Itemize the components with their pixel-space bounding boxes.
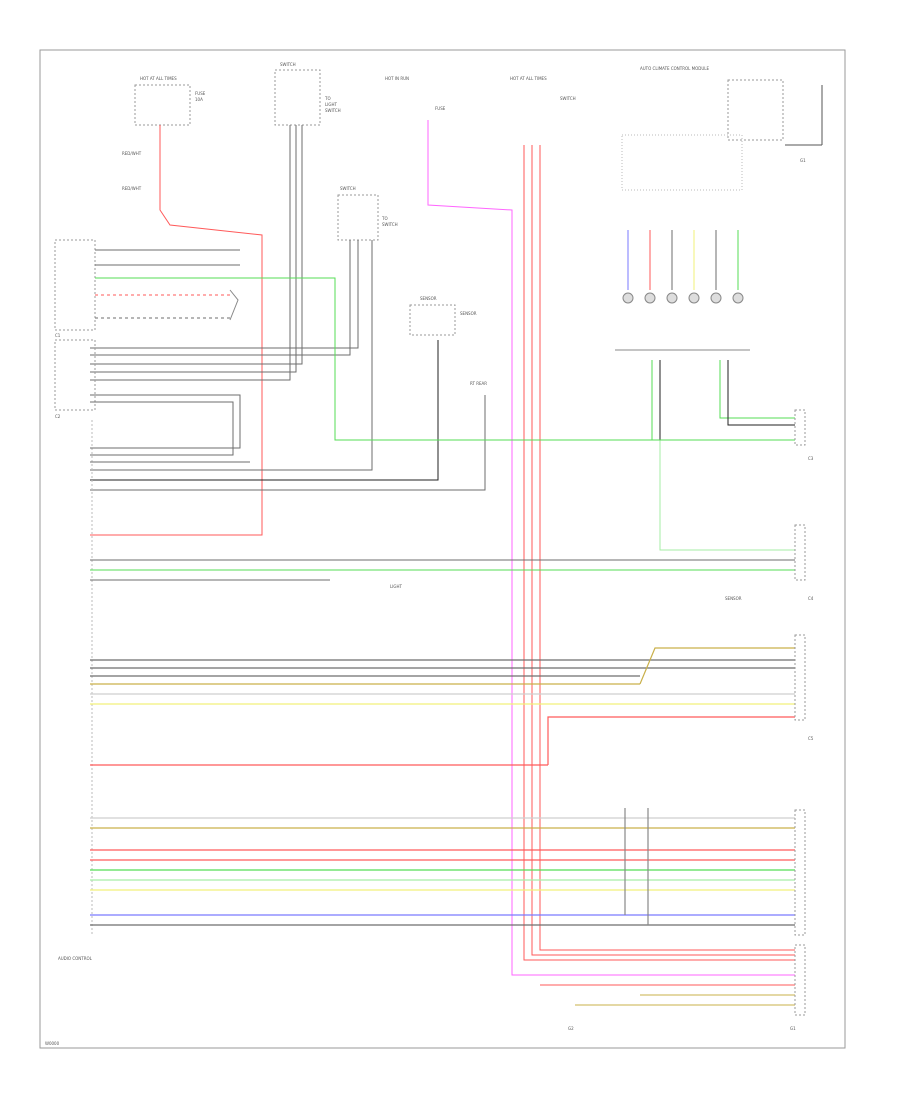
connector-c4: C4	[808, 596, 814, 601]
lower-mid-wires	[90, 647, 795, 766]
ground-wire	[90, 395, 486, 491]
svg-text:SENSOR: SENSOR	[460, 311, 477, 316]
fuse-box-left: HOT AT ALL TIMES FUSE 10A	[134, 76, 206, 126]
sensor-wire	[90, 340, 439, 481]
connector-c2: C2	[55, 414, 61, 419]
connector-c1: C1	[55, 333, 61, 338]
connector-c5: C5	[808, 736, 814, 741]
right-top-module: AUTO CLIMATE CONTROL MODULE G1	[621, 66, 823, 191]
ground-label: G1	[790, 1026, 796, 1031]
fuse-box-left-label: HOT AT ALL TIMES	[140, 76, 177, 81]
hot-in-acc-label: HOT AT ALL TIMES	[510, 76, 547, 81]
middle-switch-wires	[90, 240, 373, 471]
svg-text:SWITCH: SWITCH	[560, 96, 576, 101]
diagram-border	[39, 49, 846, 1049]
hot-in-run-fuse: HOT IN RUN FUSE	[385, 76, 446, 111]
right-edge-connectors	[794, 409, 806, 1016]
connector-c3: C3	[808, 456, 814, 461]
hot-in-run-label: HOT IN RUN	[385, 76, 409, 81]
right-connector-wires	[627, 230, 739, 290]
svg-text:FUSE: FUSE	[195, 91, 206, 96]
svg-text:TO: TO	[381, 216, 388, 221]
top-switch-module: SWITCH TO LIGHT SWITCH	[274, 62, 341, 126]
figure-id: W0000	[45, 1041, 60, 1046]
middle-switch-module: SWITCH TO SWITCH	[337, 186, 398, 241]
svg-text:FUSE: FUSE	[435, 106, 446, 111]
red-double-wire	[523, 145, 795, 961]
svg-text:RT REAR: RT REAR	[470, 381, 487, 386]
control-module-label: AUDIO CONTROL	[58, 956, 93, 961]
svg-text:G1: G1	[800, 158, 806, 163]
svg-text:LIGHT: LIGHT	[325, 102, 338, 107]
right-pins	[622, 292, 744, 304]
mid-bus-wires	[90, 559, 795, 581]
svg-text:10A: 10A	[195, 97, 203, 102]
svg-text:SENSOR: SENSOR	[420, 296, 437, 301]
svg-text:SWITCH: SWITCH	[325, 108, 341, 113]
red-wire-main	[90, 125, 263, 536]
bottom-right-wires	[540, 984, 795, 1006]
svg-text:SENSOR: SENSOR	[725, 596, 742, 601]
svg-text:LIGHT: LIGHT	[390, 584, 403, 589]
right-module-label: AUTO CLIMATE CONTROL MODULE	[640, 66, 709, 71]
pink-wire	[427, 120, 795, 976]
right-green-wires	[651, 360, 795, 551]
svg-text:TO: TO	[324, 96, 331, 101]
left-gray-bundle	[90, 394, 250, 463]
svg-text:RED/WHT: RED/WHT	[122, 186, 142, 191]
bottom-wires	[90, 808, 795, 926]
svg-text:SWITCH: SWITCH	[280, 62, 296, 67]
svg-text:G2: G2	[568, 1026, 574, 1031]
top-switch-wires	[90, 125, 303, 381]
hot-acc-fuse: HOT AT ALL TIMES SWITCH	[510, 76, 576, 101]
svg-text:SWITCH: SWITCH	[340, 186, 356, 191]
left-control-module: C1 C2 AUDIO CONTROL	[54, 239, 96, 961]
upper-left-wires	[95, 249, 795, 441]
svg-text:SWITCH: SWITCH	[382, 222, 398, 227]
svg-text:RED/WHT: RED/WHT	[122, 151, 142, 156]
sensor-module: SENSOR SENSOR	[409, 296, 477, 336]
